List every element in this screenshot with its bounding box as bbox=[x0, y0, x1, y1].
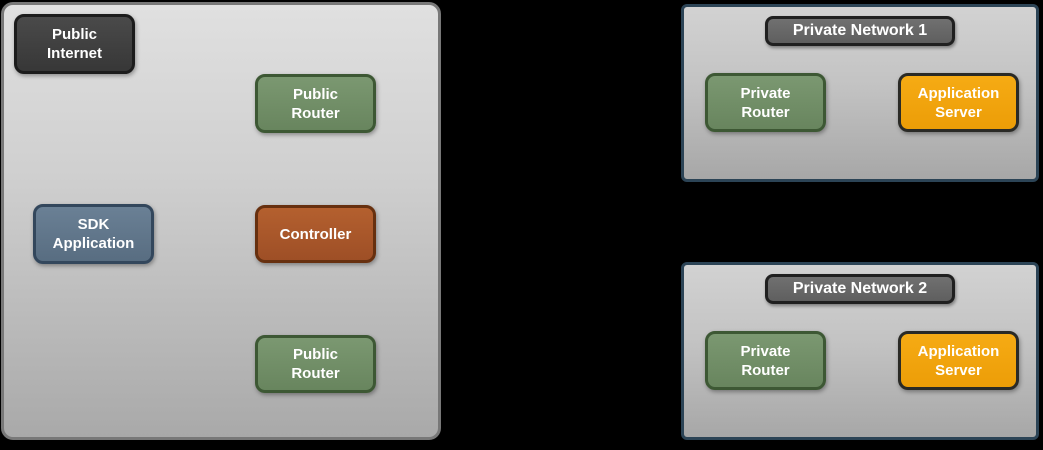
node-application-server-2: Application Server bbox=[898, 331, 1019, 390]
node-application-server-1: Application Server bbox=[898, 73, 1019, 132]
node-public-router-1: Public Router bbox=[255, 74, 376, 133]
node-controller: Controller bbox=[255, 205, 376, 263]
node-public-router-2: Public Router bbox=[255, 335, 376, 393]
node-private-router-1: Private Router bbox=[705, 73, 826, 132]
private-network-2-zone: Private Network 2 Private Router Applica… bbox=[681, 262, 1039, 440]
private-network-1-zone: Private Network 1 Private Router Applica… bbox=[681, 4, 1039, 182]
private-network-1-title: Private Network 1 bbox=[765, 16, 955, 46]
public-zone: Public Internet Public Router SDK Applic… bbox=[1, 2, 441, 440]
node-sdk-application: SDK Application bbox=[33, 204, 154, 264]
node-private-router-2: Private Router bbox=[705, 331, 826, 390]
node-public-internet: Public Internet bbox=[14, 14, 135, 74]
private-network-2-title: Private Network 2 bbox=[765, 274, 955, 304]
